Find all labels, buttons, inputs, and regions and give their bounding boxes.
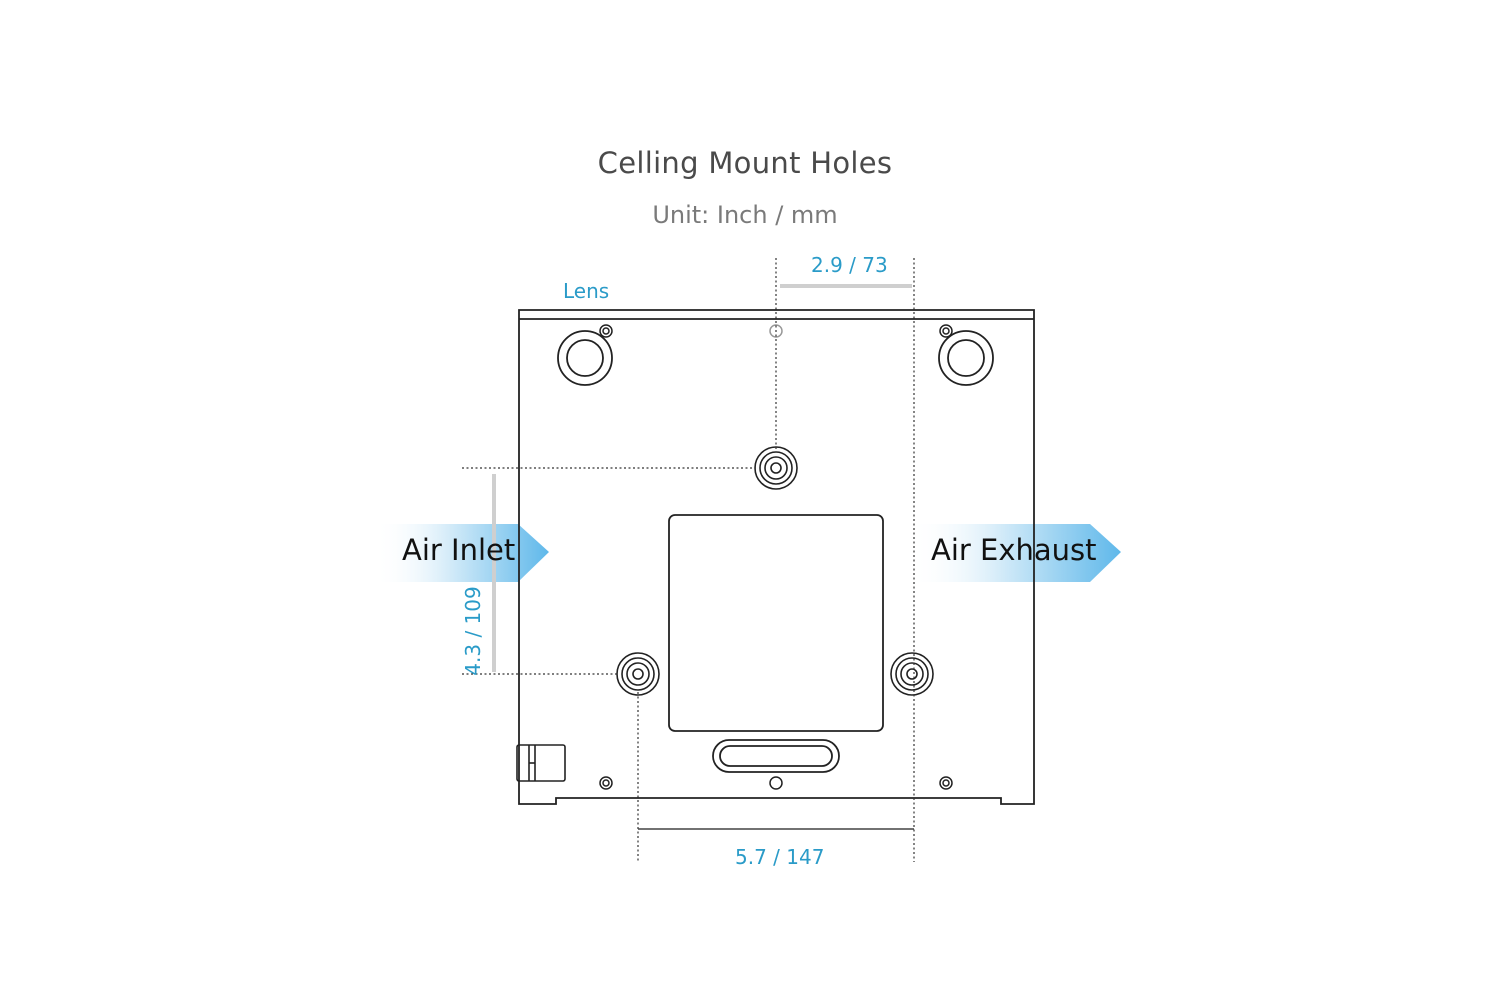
screw-top-right [939, 324, 953, 338]
air-exhaust-arrow [910, 524, 1121, 582]
screw-bottom-left [599, 776, 613, 790]
slot-opening [712, 739, 840, 773]
port-connector [516, 744, 566, 782]
air-inlet-arrow [375, 524, 549, 582]
screw-top-left [599, 324, 613, 338]
mount-hole-bottom-left [616, 652, 660, 696]
dim-label-vertical: 4.3 / 109 [461, 586, 485, 676]
screw-bottom-center [769, 776, 783, 790]
foot-top-left [557, 330, 613, 386]
dim-label-bottom: 5.7 / 147 [735, 845, 825, 869]
dim-label-top: 2.9 / 73 [811, 253, 888, 277]
mount-hole-bottom-right [890, 652, 934, 696]
screw-top-center [769, 324, 783, 338]
projector-body [518, 309, 1035, 805]
unit-label: Unit: Inch / mm [652, 201, 838, 229]
bottom-panel [668, 514, 884, 732]
screw-bottom-right [939, 776, 953, 790]
mount-hole-top [754, 446, 798, 490]
air-inlet-label: Air Inlet [402, 533, 516, 567]
page-title: Celling Mount Holes [597, 146, 893, 180]
lens-label: Lens [563, 279, 610, 303]
foot-top-right [938, 330, 994, 386]
air-exhaust-label: Air Exhaust [931, 533, 1097, 567]
